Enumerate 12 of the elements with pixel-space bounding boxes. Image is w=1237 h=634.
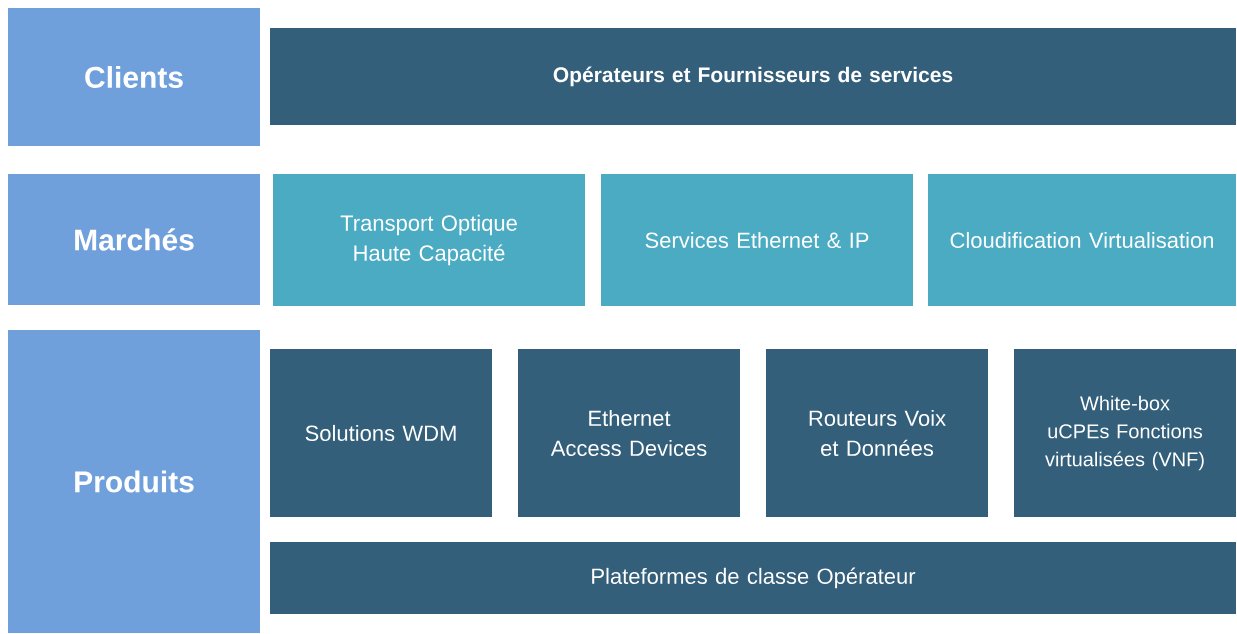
row-header: Clients (8, 8, 260, 146)
platform-bar: Plateformes de classe Opérateur (270, 542, 1236, 614)
market-box: Cloudification Virtualisation (928, 174, 1236, 306)
client-bar: Opérateurs et Fournisseurs de services (270, 28, 1236, 125)
product-box: White-box uCPEs Fonctions virtualisées (VNF) (1014, 349, 1236, 517)
product-box: Routeurs Voix et Données (766, 349, 988, 517)
product-box: Ethernet Access Devices (518, 349, 740, 517)
market-box: Transport Optique Haute Capacité (273, 174, 585, 306)
row-header: Marchés (8, 174, 260, 305)
row-header: Produits (8, 330, 260, 633)
product-box: Solutions WDM (270, 349, 492, 517)
market-box: Services Ethernet & IP (601, 174, 913, 306)
